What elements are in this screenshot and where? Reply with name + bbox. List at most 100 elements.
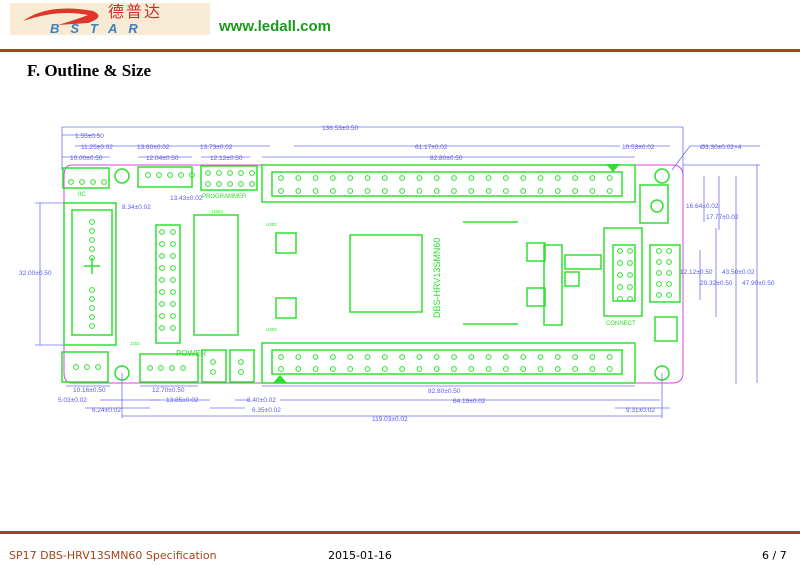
pin: [572, 188, 578, 194]
top-header-frame: [261, 164, 636, 203]
pin: [278, 366, 284, 372]
pin: [89, 314, 95, 320]
pin: [364, 366, 371, 372]
dim-label: 8.34±0.02: [122, 204, 151, 211]
pin: [433, 366, 440, 372]
dim-label: 5.03±0.02: [58, 397, 87, 404]
pin: [330, 175, 336, 181]
pin: [170, 241, 176, 247]
pin: [89, 305, 95, 311]
pin: [170, 253, 176, 259]
pin: [249, 181, 255, 187]
power-connector: [139, 353, 199, 383]
pin: [178, 172, 184, 178]
pin: [227, 170, 233, 176]
pin: [238, 369, 244, 375]
pin: [537, 188, 544, 194]
pin: [89, 237, 95, 243]
pin: [589, 175, 596, 181]
pin: [416, 188, 423, 194]
pin: [399, 188, 406, 194]
pin: [627, 248, 633, 254]
pin: [656, 281, 662, 287]
pin: [554, 175, 561, 181]
pin: [249, 170, 255, 176]
connect-label: CONNECT: [606, 321, 636, 327]
pin: [73, 364, 79, 370]
pin: [485, 175, 492, 181]
pin: [364, 354, 371, 360]
pin: [627, 272, 633, 278]
pin: [170, 277, 176, 283]
pin: [451, 366, 457, 372]
mount-hole-tr: [654, 168, 670, 184]
pin: [520, 175, 527, 181]
pin: [159, 253, 165, 259]
pin: [537, 354, 544, 360]
pin: [399, 354, 406, 360]
pin: [468, 366, 475, 372]
pin: [520, 188, 527, 194]
pin: [312, 175, 319, 181]
pin: [468, 188, 475, 194]
pin: [238, 170, 244, 176]
pin: [347, 354, 354, 360]
pin: [589, 188, 596, 194]
pin: [216, 181, 222, 187]
dim-label: 32.00±0.50: [19, 270, 52, 277]
pin: [364, 175, 371, 181]
website-url[interactable]: www.ledall.com: [219, 18, 331, 35]
pin: [554, 188, 561, 194]
dim-label: 64.19±0.02: [453, 398, 486, 405]
pin: [79, 179, 85, 185]
pin: [485, 354, 492, 360]
pin: [170, 313, 176, 319]
pin: [159, 229, 165, 235]
pin: [180, 365, 186, 371]
pin: [330, 354, 336, 360]
pin: [617, 260, 623, 266]
u304-label: U304: [212, 209, 223, 214]
pin: [433, 188, 440, 194]
j303-connector: [155, 224, 181, 344]
pin: [589, 354, 596, 360]
pin: [537, 366, 544, 372]
j303-label: J303: [130, 341, 140, 346]
pin: [167, 172, 173, 178]
pin: [210, 359, 216, 365]
programmer-label: PROGRAMMER: [202, 194, 247, 200]
dimension-lines: [35, 126, 760, 418]
j404-connector: [201, 349, 227, 383]
dim-label: 17.77±0.02: [706, 214, 739, 221]
pin: [381, 366, 388, 372]
db9-connector: [63, 202, 117, 346]
dim-label: 1.55±0.50: [75, 133, 104, 140]
pin: [238, 359, 244, 365]
pin: [159, 289, 165, 295]
pin: [468, 354, 475, 360]
pin: [399, 366, 406, 372]
chip-label: DBS-HRV13SMN60: [432, 238, 442, 318]
pin: [656, 270, 662, 276]
pin: [503, 366, 509, 372]
pin: [156, 172, 162, 178]
pin: [205, 181, 211, 187]
mount-hole-tl: [114, 168, 130, 184]
pin: [89, 296, 95, 302]
pin: [84, 364, 90, 370]
pin: [89, 323, 95, 329]
dim-overall-width: 136.53±0.50: [322, 125, 358, 132]
pin: [656, 248, 662, 254]
u303-label: U303: [266, 327, 277, 332]
pin: [656, 292, 662, 298]
pin: [330, 188, 336, 194]
u304-chip: [193, 214, 239, 336]
pin: [572, 366, 578, 372]
pin: [347, 188, 354, 194]
pin: [295, 175, 302, 181]
dim-label: 12.04±0.50: [146, 155, 179, 162]
pin: [170, 289, 176, 295]
pin: [295, 354, 302, 360]
pin: [90, 179, 96, 185]
